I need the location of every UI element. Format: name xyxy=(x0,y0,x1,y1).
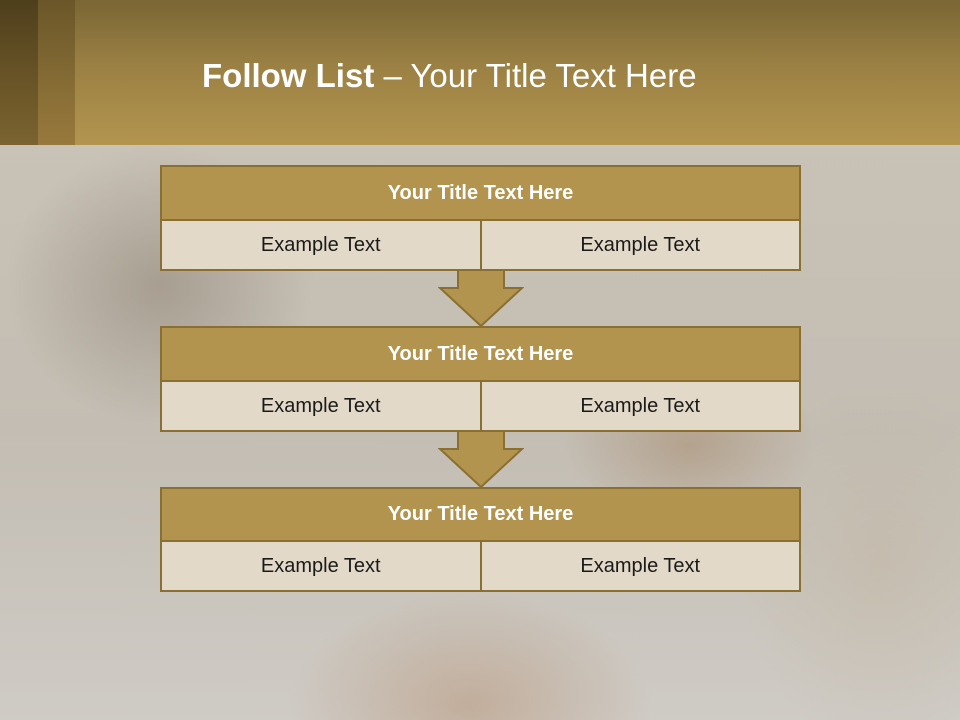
block-title: Your Title Text Here xyxy=(160,165,801,221)
block-cell-left: Example Text xyxy=(162,382,480,430)
down-arrow-icon xyxy=(438,270,524,326)
block-row: Example Text Example Text xyxy=(160,221,801,271)
page-title: Follow List – Your Title Text Here xyxy=(202,56,697,96)
block-row: Example Text Example Text xyxy=(160,382,801,432)
block-cell-right: Example Text xyxy=(479,542,799,590)
block-title: Your Title Text Here xyxy=(160,487,801,542)
title-bold: Follow List xyxy=(202,57,375,94)
list-block-3: Your Title Text Here Example Text Exampl… xyxy=(160,487,801,592)
block-cell-left: Example Text xyxy=(162,221,480,269)
list-block-1: Your Title Text Here Example Text Exampl… xyxy=(160,165,801,271)
block-cell-right: Example Text xyxy=(479,221,799,269)
block-cell-right: Example Text xyxy=(479,382,799,430)
list-block-2: Your Title Text Here Example Text Exampl… xyxy=(160,326,801,432)
title-rest: – Your Title Text Here xyxy=(383,57,697,94)
block-row: Example Text Example Text xyxy=(160,542,801,592)
down-arrow-icon xyxy=(438,431,524,487)
block-cell-left: Example Text xyxy=(162,542,480,590)
header-accent-strip xyxy=(38,0,75,145)
header-band xyxy=(0,0,960,145)
block-title: Your Title Text Here xyxy=(160,326,801,382)
header-accent-strip xyxy=(0,0,38,145)
